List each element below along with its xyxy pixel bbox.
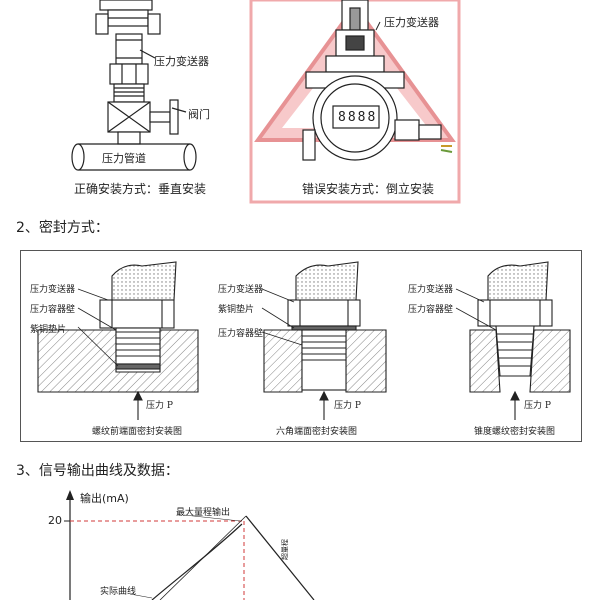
seal-diagram-3 xyxy=(455,261,571,420)
d3-caption: 锥度螺纹密封安装图 xyxy=(474,427,556,437)
correct-install-caption: 正确安装方式：垂直安装 xyxy=(74,182,207,196)
display-readout: 8888 xyxy=(338,110,378,125)
actual-curve-label: 实际曲线 xyxy=(100,587,137,597)
d1-label-wall: 压力容器壁 xyxy=(30,305,76,315)
valve-label: 阀门 xyxy=(188,108,210,121)
y-axis-label: 输出(mA) xyxy=(80,492,129,505)
d1-pressure: 压力 P xyxy=(146,401,173,411)
d2-label-gasket: 紫铜垫片 xyxy=(218,305,255,315)
d2-label-transmitter: 压力变送器 xyxy=(218,285,264,295)
d1-label-transmitter: 压力变送器 xyxy=(30,285,76,295)
wrong-install-frame xyxy=(249,0,461,204)
d2-caption: 六角端面密封安装图 xyxy=(276,427,358,437)
d1-label-gasket: 紫铜垫片 xyxy=(30,325,67,335)
d3-label-wall: 压力容器壁 xyxy=(408,305,454,315)
section3-heading: 3、信号输出曲线及数据： xyxy=(16,463,179,479)
correct-install-drawing xyxy=(71,0,197,171)
seal-diagram-2 xyxy=(261,261,387,420)
d3-label-transmitter: 压力变送器 xyxy=(408,285,454,295)
right-transmitter-label: 压力变送器 xyxy=(384,16,439,29)
side-label: 超量程 xyxy=(281,539,289,560)
d1-caption: 螺纹前端面密封安装图 xyxy=(92,427,183,437)
max-output-label: 最大量程输出 xyxy=(176,508,231,518)
seal-diagrams-panel xyxy=(20,250,582,442)
y-tick-20: 20 xyxy=(48,514,62,527)
section2-heading: 2、密封方式： xyxy=(16,220,109,236)
seal-diagram-1 xyxy=(37,261,199,420)
left-transmitter-label: 压力变送器 xyxy=(154,55,209,68)
wrong-install-caption: 错误安装方式：倒立安装 xyxy=(302,182,435,196)
pipe-label: 压力管道 xyxy=(102,152,146,165)
d3-pressure: 压力 P xyxy=(524,401,551,411)
d2-pressure: 压力 P xyxy=(334,401,361,411)
d2-label-wall: 压力容器壁 xyxy=(218,329,264,339)
